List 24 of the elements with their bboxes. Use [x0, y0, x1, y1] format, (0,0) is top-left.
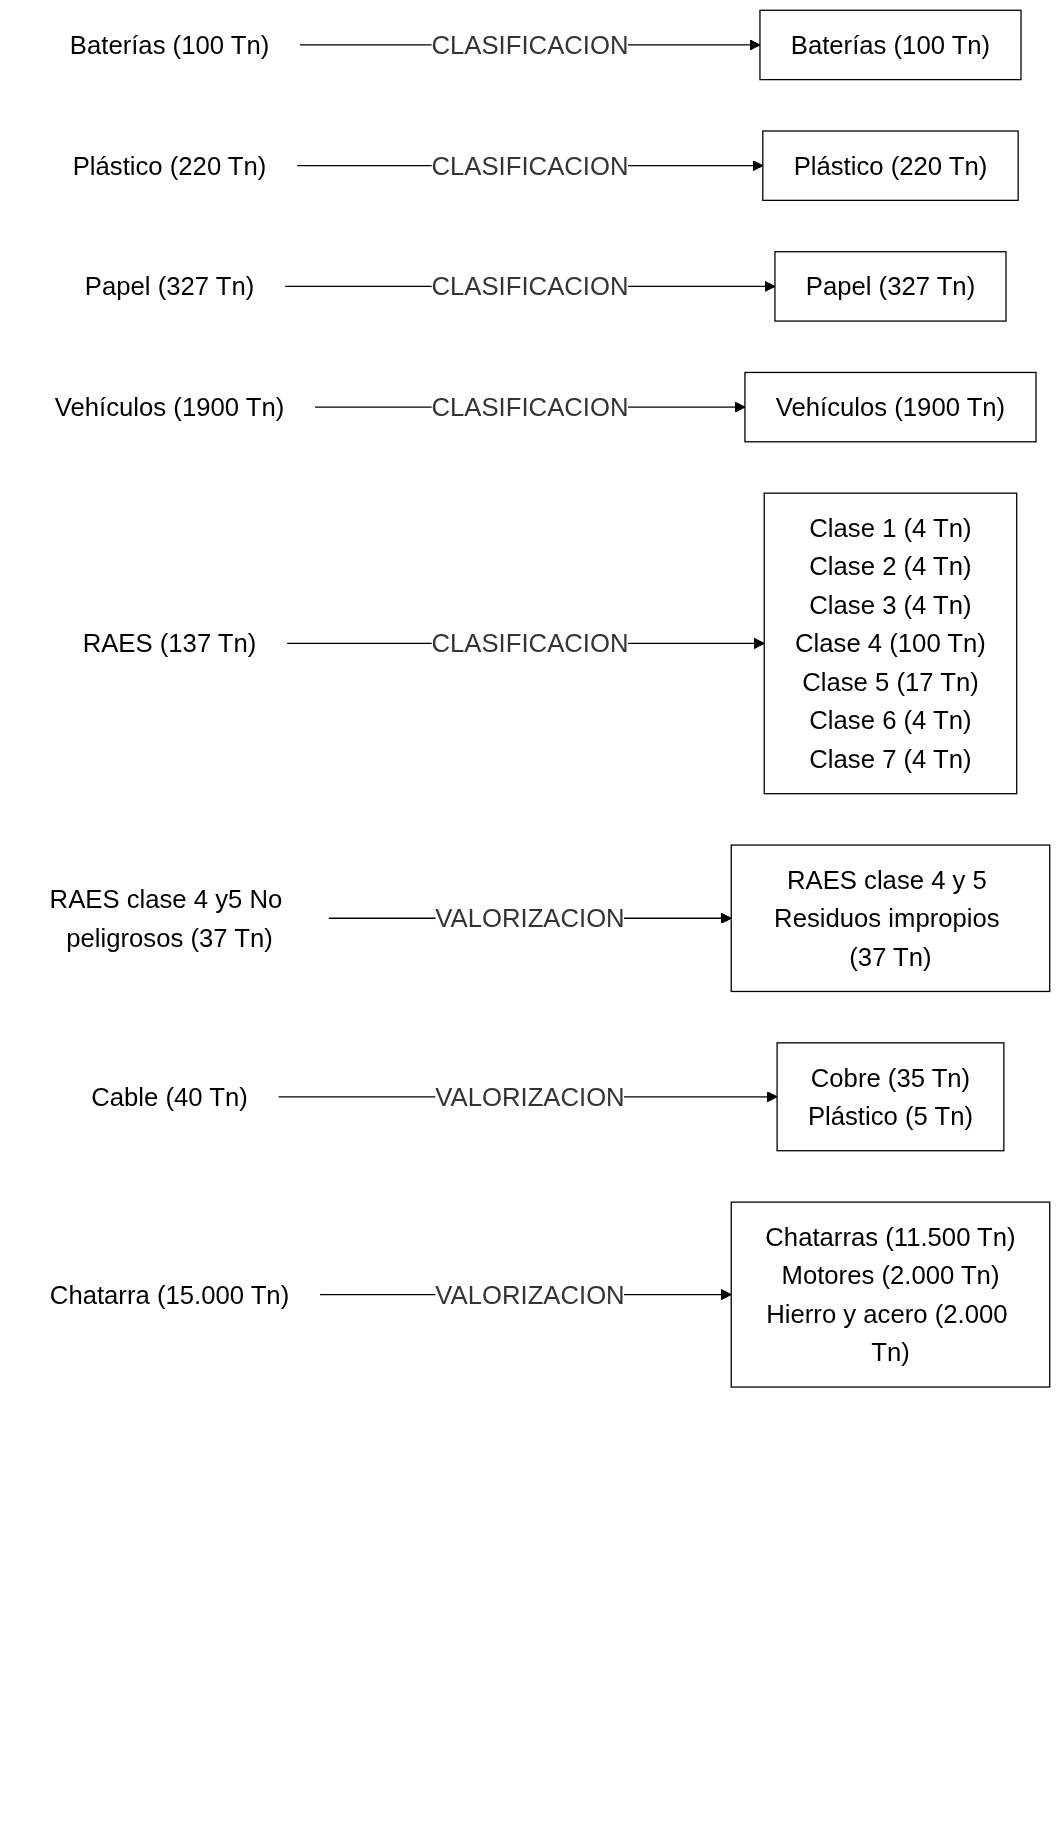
node-box: Plástico (220 Tn): [762, 130, 1019, 201]
edge-label: VALORIZACION: [435, 1280, 625, 1309]
edge-label: CLASIFICACION: [431, 392, 629, 422]
node-text: Papel (327 Tn): [84, 272, 255, 301]
node-box: Chatarras (11.500 Tn) Motores (2.000 Tn) Hierro y acero (2.000 Tn): [730, 1201, 1051, 1388]
node-box: Vehículos (1900 Tn): [744, 371, 1037, 443]
node-text: Plástico (220 Tn): [72, 151, 267, 180]
node-text: Baterías (100 Tn): [69, 30, 270, 60]
node-text: Chatarra (15.000 Tn): [49, 1280, 290, 1309]
node-text: RAES (137 Tn): [82, 629, 257, 658]
edge-label: CLASIFICACION: [431, 30, 629, 60]
node-box: Clase 1 (4 Tn) Clase 2 (4 Tn) Clase 3 (4 Tn) Clase 4 (100 Tn) Clase 5 (17 Tn) Clase 6 (4 Tn) Clase 7 (4 Tn): [763, 492, 1018, 795]
node-box: Cobre (35 Tn) Plástico (5 Tn): [776, 1042, 1005, 1152]
node-box: Papel (327 Tn): [774, 251, 1007, 322]
node-box: RAES clase 4 y 5 Residuos impropios (37 Tn): [730, 844, 1051, 993]
edge-label: CLASIFICACION: [431, 151, 629, 180]
node-text: RAES clase 4 y5 No peligrosos (37 Tn): [49, 884, 283, 952]
edge-label: CLASIFICACION: [431, 629, 629, 658]
edge-label: CLASIFICACION: [431, 272, 629, 301]
node-box: Baterías (100 Tn): [759, 9, 1022, 81]
edge-label: VALORIZACION: [435, 1082, 625, 1111]
node-text: Cable (40 Tn): [91, 1082, 248, 1111]
node-text: Vehículos (1900 Tn): [54, 392, 285, 422]
edge-label: VALORIZACION: [435, 904, 625, 933]
